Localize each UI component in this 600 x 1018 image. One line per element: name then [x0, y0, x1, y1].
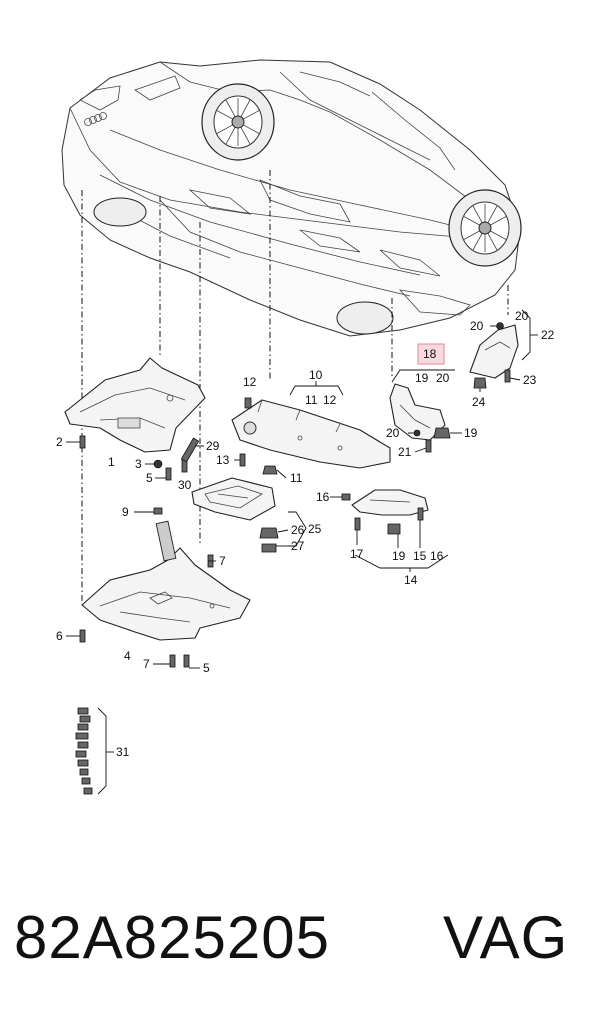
leader-lines [66, 309, 538, 795]
callout-2: 2 [56, 435, 63, 449]
callout-12b: 12 [323, 393, 337, 407]
callout-20a: 20 [436, 371, 450, 385]
callout-31: 31 [116, 745, 130, 759]
callout-25: 25 [308, 522, 322, 536]
nut-20d [496, 322, 504, 330]
nut-12 [244, 397, 252, 409]
front-wheel [201, 83, 275, 161]
callout-4: 4 [124, 649, 131, 663]
callout-15: 15 [413, 549, 427, 563]
callout-9: 9 [122, 505, 129, 519]
callout-16b: 16 [430, 549, 444, 563]
clip-16 [341, 493, 351, 501]
heat-shield[interactable] [191, 477, 276, 521]
bolt-17 [354, 517, 361, 531]
fasteners [79, 322, 511, 668]
clip-11 [262, 465, 278, 475]
callout-27: 27 [291, 539, 305, 553]
callout-7b: 7 [143, 657, 150, 671]
brand-name: VAG [443, 904, 569, 971]
callout-20b: 20 [386, 426, 400, 440]
callout-7a: 7 [219, 554, 226, 568]
bolt-7b [169, 654, 176, 668]
callout-10: 10 [309, 368, 323, 382]
callout-12a: 12 [243, 375, 257, 389]
bracket-8 [155, 520, 177, 562]
bolt-5a [165, 467, 172, 481]
callout-5b: 5 [203, 661, 210, 675]
callout-6: 6 [56, 629, 63, 643]
callout-19b: 19 [464, 426, 478, 440]
rear-wheel-far [336, 301, 394, 335]
callout-19c: 19 [392, 549, 406, 563]
callout-20d: 20 [470, 319, 484, 333]
callout-11a: 11 [305, 393, 318, 407]
nut-20b [413, 429, 421, 437]
center-undertray[interactable] [231, 399, 391, 469]
bolt-21 [425, 439, 432, 453]
front-undertray[interactable] [64, 357, 206, 453]
highlight-box-18 [417, 343, 445, 365]
callout-16a: 16 [316, 490, 330, 504]
callout-17: 17 [350, 547, 364, 561]
bolt-5b [183, 654, 190, 668]
engine-undertray[interactable] [81, 520, 251, 641]
callout-labels: 1 2 3 4 5 5 6 7 7 9 10 11 11 12 12 13 14… [56, 309, 555, 759]
bolt-13 [239, 453, 246, 467]
callout-14: 14 [404, 573, 418, 587]
front-wheel-far [93, 197, 147, 227]
callout-11b: 11 [290, 471, 303, 485]
callout-30: 30 [178, 478, 192, 492]
fastener-kit [75, 707, 93, 795]
rear-wheel [448, 189, 522, 267]
part-number: 82A825205 [14, 904, 330, 971]
callout-13: 13 [216, 453, 230, 467]
clip-27 [261, 543, 277, 553]
bolt-2 [79, 435, 86, 449]
callout-18: 18 [423, 347, 437, 361]
callout-5a: 5 [146, 471, 153, 485]
exploded-view-svg: 1 2 3 4 5 5 6 7 7 9 10 11 11 12 12 13 14… [56, 59, 555, 795]
clip-26 [259, 527, 279, 539]
callout-3: 3 [135, 457, 142, 471]
caption-bar: 82A825205 VAG [0, 888, 600, 988]
callout-24: 24 [472, 395, 486, 409]
callout-19a: 19 [415, 371, 429, 385]
car-body-illustration [61, 59, 522, 337]
clip-19c [387, 523, 401, 535]
rear-trim-panel[interactable] [351, 489, 429, 516]
bolt-23 [504, 369, 511, 383]
rear-side-guard[interactable] [389, 383, 446, 441]
logo-rings [84, 112, 107, 126]
callout-22: 22 [541, 328, 555, 342]
bolt-9 [153, 507, 163, 515]
clip-24 [473, 377, 487, 389]
callout-20c: 20 [515, 309, 529, 323]
wheel-arch-liner-piece[interactable] [469, 324, 519, 379]
clip-19b [433, 427, 451, 439]
callout-26: 26 [291, 523, 305, 537]
pin-29 [180, 437, 200, 463]
callout-21: 21 [398, 445, 412, 459]
bolt-15 [417, 507, 424, 521]
locator-lines [81, 170, 509, 605]
nut-3 [153, 459, 163, 469]
callout-23: 23 [523, 373, 537, 387]
callout-29: 29 [206, 439, 220, 453]
bolt-6 [79, 629, 86, 643]
callout-1: 1 [108, 455, 115, 469]
